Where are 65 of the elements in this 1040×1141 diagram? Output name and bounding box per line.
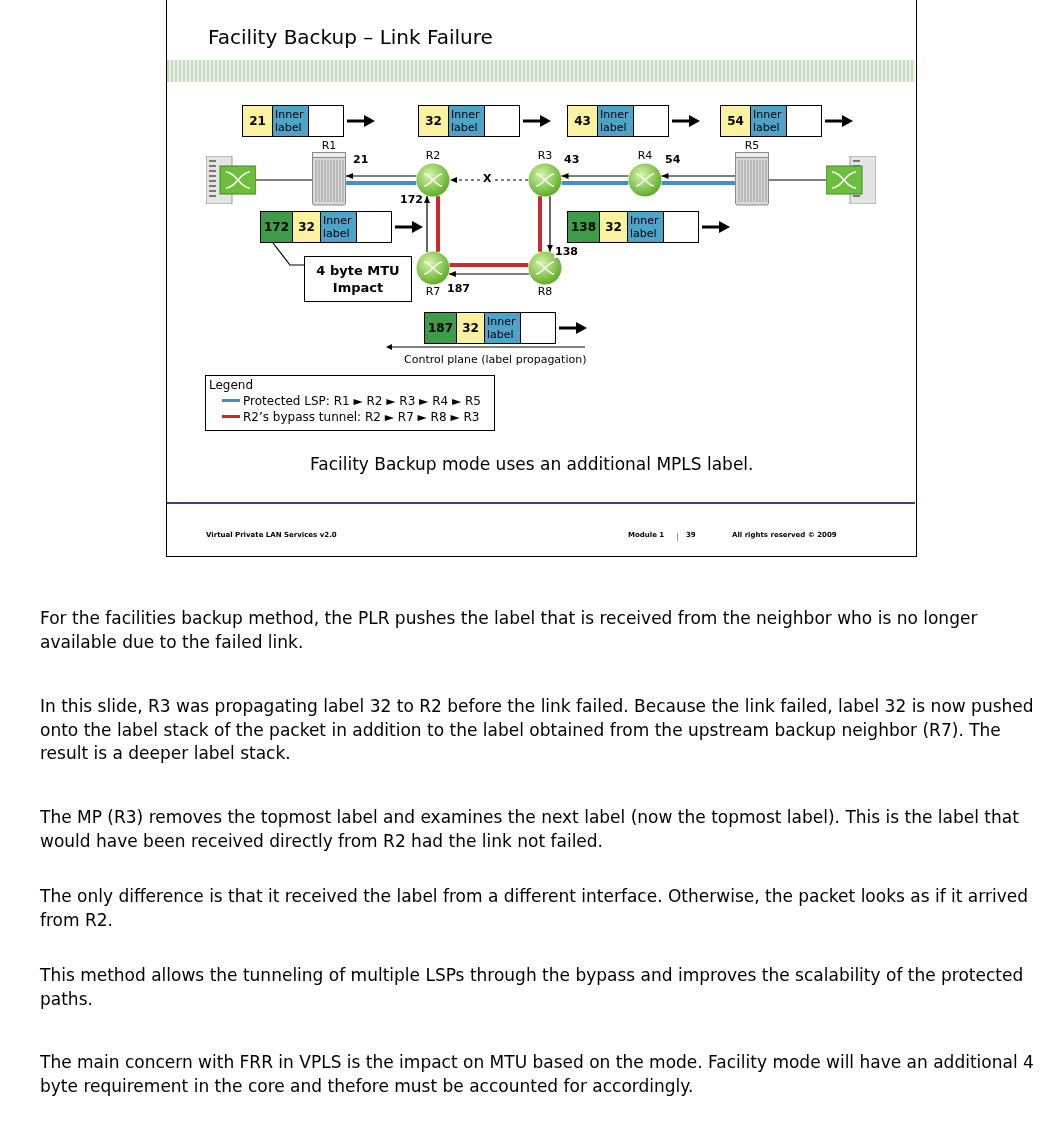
arrow [448,271,530,277]
router-label: R8 [537,285,553,299]
legend-title: Legend [209,378,254,392]
link-line [561,181,629,185]
annotation-text: Control plane (label propagation) [404,353,587,366]
inner-label: Inner label [321,212,357,242]
router-label: R7 [425,285,441,299]
inner-label: Inner label [273,106,309,136]
body-paragraph: The only difference is that it received the label from a different interface. Otherwise, the packet looks as if it arrived from R2. [40,885,1029,932]
inner-label: Inner label [628,212,664,242]
label-stack [418,105,520,137]
label-value: 32 [600,212,628,242]
body-paragraph: The main concern with FRR in VPLS is the impact on MTU based on the mode. Facility mode will have an additional 4 byte requirement in the core and thefore must be accounted for accordingly. [40,1051,1035,1098]
label-value: 32 [419,106,449,136]
edge-label: 172 [399,194,424,206]
arrow [547,195,553,253]
arrow [345,173,418,179]
label-stack [260,211,392,243]
link-line [346,181,417,185]
link-line [538,196,542,252]
link-line [436,196,440,252]
label-value: 138 [568,212,600,242]
edge-label: 187 [446,283,471,295]
label-value: 172 [261,212,293,242]
inner-label: Inner label [598,106,634,136]
body-paragraph: For the facilities backup method, the PLR pushes the label that is received from the neighbor who is no longer available due to the failed link. [40,607,979,654]
router-label: R1 [321,140,337,152]
label-stack [720,105,822,137]
legend-text: Protected LSP: R1 ► R2 ► R3 ► R4 ► R5 [243,394,481,408]
label-value: 43 [568,106,598,136]
link-line [449,263,529,267]
slide-caption: Facility Backup mode uses an additional MPLS label. [310,454,754,474]
label-value: 54 [721,106,751,136]
arrow [660,173,736,179]
body-paragraph: The MP (R3) removes the topmost label and examines the next label (now the topmost label). This is the label that would have been received directly from R2 had the link not failed. [40,806,1020,853]
router-label: R4 [637,149,653,163]
edge-label: 21 [352,154,370,166]
link-line [661,181,735,185]
label-value: 187 [425,313,457,343]
label-stack [242,105,344,137]
arrow [560,173,630,179]
leader-line [272,242,305,266]
legend-text: R2’s bypass tunnel: R2 ► R7 ► R8 ► R3 [243,410,480,424]
slide-title: Facility Backup – Link Failure [208,25,493,49]
edge-label: 138 [554,246,579,258]
label-value: 32 [293,212,321,242]
body-paragraph: This method allows the tunneling of multiple LSPs through the bypass and improves the scalability of the protected paths. [40,964,1025,1011]
arrow [449,177,529,183]
router-label: R2 [425,149,441,163]
arrow [424,195,430,253]
inner-label: Inner label [485,313,521,343]
label-stack [567,211,699,243]
edge-label: X [482,173,493,185]
label-value: 32 [457,313,485,343]
label-value: 21 [243,106,273,136]
inner-label: Inner label [751,106,787,136]
callout-box: 4 byte MTU Impact [304,256,412,302]
label-stack [424,312,556,344]
router-label: R3 [537,149,553,163]
label-stack [567,105,669,137]
edge-label: 54 [664,154,682,166]
body-paragraph: In this slide, R3 was propagating label 32 to R2 before the link failed. Because the link failed, label 32 is now pushed onto the label stack of the packet in addition to the label obtained from the upstream backup neighbor (R7). The result is a deeper label stack. [40,695,1035,765]
edge-label: 43 [563,154,581,166]
inner-label: Inner label [449,106,485,136]
router-label: R5 [744,140,760,152]
